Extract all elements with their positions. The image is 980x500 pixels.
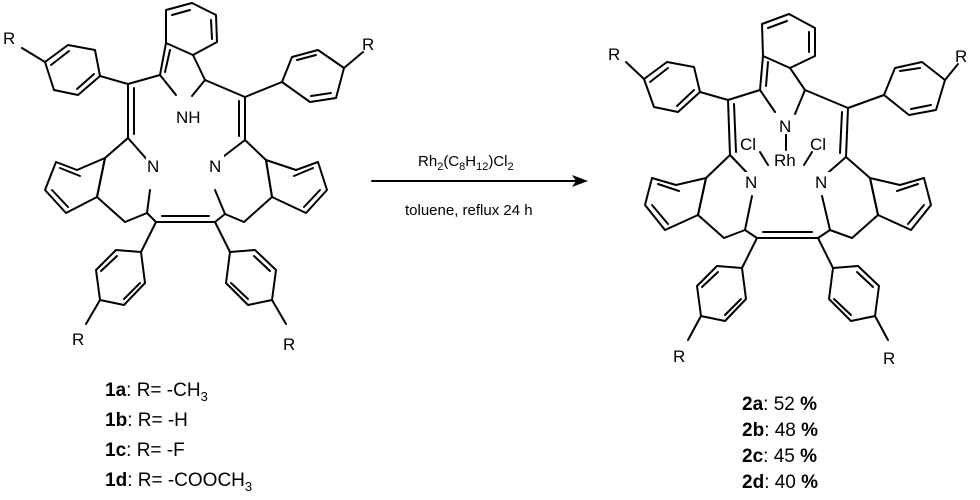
- rh-label: Rh: [774, 151, 796, 170]
- r-label-3: R: [72, 330, 84, 349]
- cl-label-left: Cl: [740, 135, 756, 154]
- r-label-1: R: [3, 29, 15, 48]
- product-n-label-right: N: [815, 173, 827, 192]
- product-n-label-left: N: [745, 173, 757, 192]
- nh-label: NH: [176, 108, 201, 127]
- r-label-2: R: [362, 35, 374, 54]
- product-benzo-ring-right: [869, 177, 932, 231]
- product-label-2a: 2a: 52 %: [742, 394, 817, 415]
- reactant-structure: [21, 2, 364, 325]
- r-label-4: R: [283, 335, 295, 354]
- product-r-label-2: R: [955, 47, 967, 66]
- cl-label-right: Cl: [810, 135, 826, 154]
- product-n-label-top: N: [779, 117, 791, 136]
- product-r-label-1: R: [608, 45, 620, 64]
- n-label-right: N: [209, 157, 221, 176]
- product-phenyl-ring-bottom-left: [696, 265, 747, 322]
- product-label-2d: 2d: 40 %: [742, 472, 818, 493]
- reagent-formula: Rh2(C8H12)Cl2: [418, 153, 514, 173]
- reactant-legend: 1a: R= -CH3 1b: R= -H 1c: R= -F 1d: R= -…: [105, 380, 252, 494]
- product-phenyl-ring-bottom-right: [828, 265, 880, 322]
- product-phenyl-ring-top-left: [643, 61, 701, 113]
- product-benzo-ring-left: [644, 177, 707, 231]
- reaction-conditions: toluene, reflux 24 h: [405, 202, 533, 219]
- reactant-label-1d: 1d: R= -COOCH3: [105, 470, 252, 494]
- product-phenyl-ring-top-right: [883, 61, 946, 116]
- benzo-ring-top: [165, 2, 218, 56]
- product-label-2c: 2c: 45 %: [742, 446, 817, 467]
- product-label-2b: 2b: 48 %: [742, 420, 818, 441]
- phenyl-ring-bottom-right: [225, 249, 277, 306]
- reactant-label-1a: 1a: R= -CH3: [105, 380, 208, 404]
- product-benzo-ring-top: [761, 13, 816, 69]
- benzo-ring-left: [44, 157, 106, 214]
- n-label-left: N: [147, 157, 159, 176]
- benzo-ring-right: [265, 159, 328, 214]
- product-legend: 2a: 52 % 2b: 48 % 2c: 45 % 2d: 40 %: [742, 394, 818, 493]
- reactant-label-1b: 1b: R= -H: [105, 410, 188, 431]
- product-structure: [625, 13, 959, 341]
- phenyl-ring-bottom-left: [95, 249, 146, 306]
- phenyl-ring-top-left: [44, 44, 101, 96]
- reactant-label-1c: 1c: R= -F: [105, 440, 185, 461]
- product-r-label-4: R: [883, 349, 895, 368]
- reaction-arrow: [371, 175, 588, 187]
- product-r-label-3: R: [673, 347, 685, 366]
- phenyl-ring-top-right: [281, 49, 345, 103]
